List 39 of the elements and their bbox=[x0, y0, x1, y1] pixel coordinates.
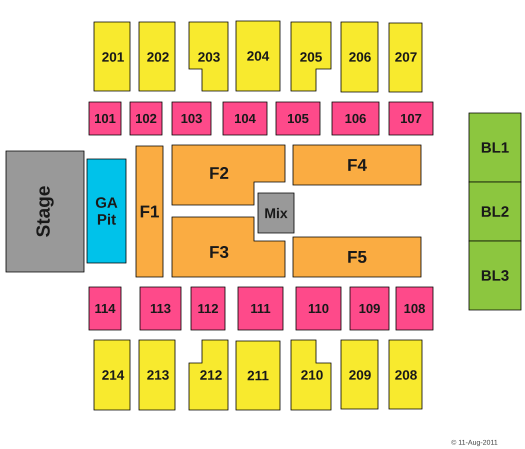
seating-section: F1 bbox=[136, 146, 164, 278]
seating-section: 113 bbox=[140, 286, 182, 330]
seating-section: 105 bbox=[276, 102, 320, 136]
seating-section: 206 bbox=[340, 22, 378, 92]
seating-section: 101 bbox=[88, 102, 122, 136]
seating-section: 114 bbox=[88, 286, 122, 330]
seating-section: 112 bbox=[190, 286, 226, 330]
seating-section: 209 bbox=[340, 340, 378, 410]
seating-section: 110 bbox=[296, 286, 342, 330]
seating-section: 211 bbox=[236, 340, 280, 410]
seating-section: 204 bbox=[236, 20, 280, 92]
seating-section: 210 bbox=[290, 340, 332, 410]
seating-section: 207 bbox=[388, 22, 422, 92]
seating-section: 203 bbox=[188, 22, 228, 92]
seating-section: F4 bbox=[292, 144, 422, 186]
seating-section: 111 bbox=[238, 286, 284, 330]
seating-section: 202 bbox=[138, 22, 176, 92]
seating-section: 214 bbox=[94, 340, 130, 410]
seating-section: F5 bbox=[292, 236, 422, 278]
seating-section: 106 bbox=[332, 102, 380, 136]
seating-section: 213 bbox=[138, 340, 176, 410]
seating-section: BL2 bbox=[468, 182, 522, 242]
seating-section: 201 bbox=[94, 22, 130, 92]
seating-section: F3 bbox=[172, 216, 286, 278]
stage-area: Stage bbox=[6, 150, 84, 272]
seating-section: 108 bbox=[396, 286, 434, 330]
pit-area: GA Pit bbox=[86, 158, 126, 264]
seating-section: 208 bbox=[388, 340, 422, 410]
seating-section: 104 bbox=[222, 102, 268, 136]
seating-section: 102 bbox=[130, 102, 162, 136]
seating-section: F2 bbox=[172, 144, 286, 206]
seating-section: 103 bbox=[172, 102, 212, 136]
seating-section: BL3 bbox=[468, 240, 522, 310]
seating-section: 212 bbox=[188, 340, 228, 410]
seating-section: 109 bbox=[350, 286, 390, 330]
mix-booth: Mix bbox=[258, 192, 294, 234]
seating-section: 205 bbox=[290, 22, 332, 92]
seating-section: BL1 bbox=[468, 112, 522, 182]
seating-section: 107 bbox=[388, 102, 434, 136]
